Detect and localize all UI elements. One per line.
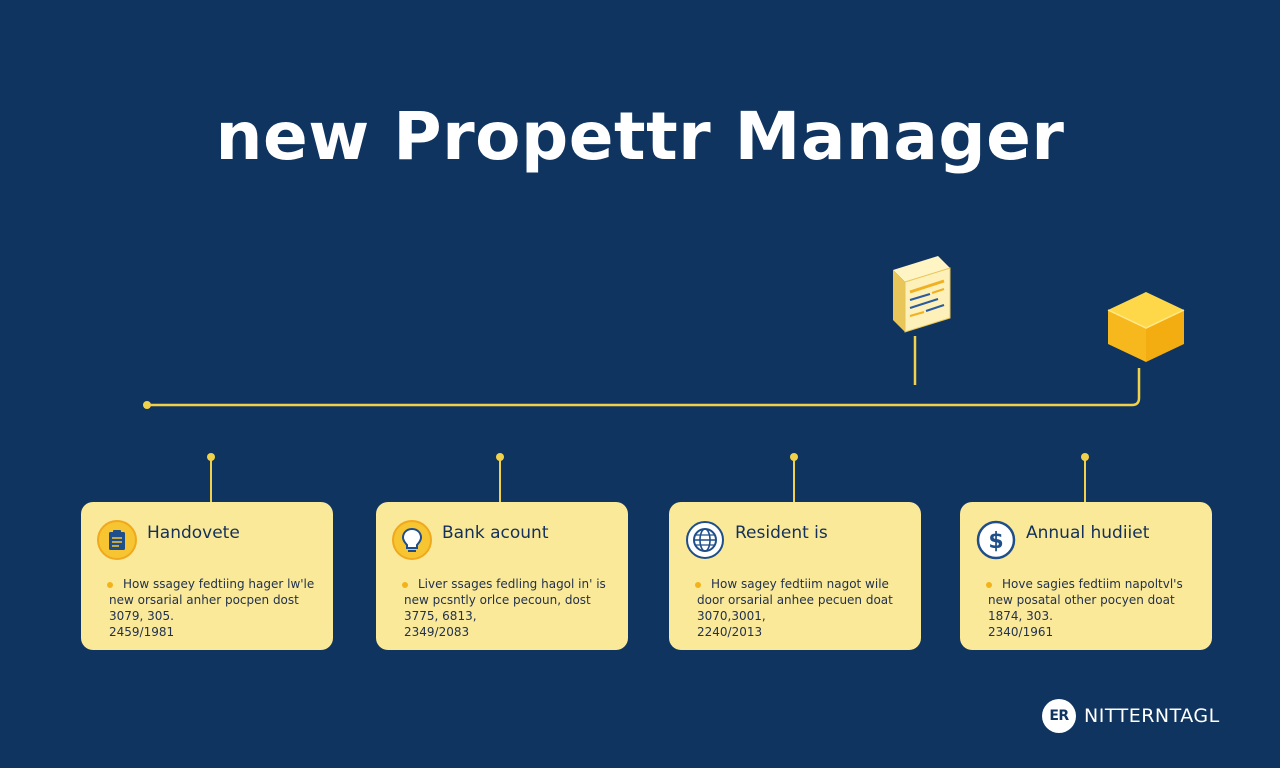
card-body: How ssagey fedtiing hager lw'le new orsa… bbox=[109, 577, 315, 639]
timeline-main-line bbox=[147, 368, 1141, 407]
globe-icon bbox=[686, 521, 724, 559]
card-body: How sagey fedtiim nagot wile door orsari… bbox=[697, 577, 893, 639]
bullet-dot bbox=[402, 582, 408, 588]
box-icon bbox=[1107, 292, 1185, 362]
bullet-dot bbox=[107, 582, 113, 588]
page-title: new Propettr Manager bbox=[215, 98, 1065, 175]
logo-badge: ER bbox=[1042, 699, 1076, 733]
card-title: Bank acount bbox=[442, 523, 549, 543]
clipboard-icon bbox=[97, 520, 137, 560]
card-title: Resident is bbox=[735, 523, 828, 543]
bullet-dot bbox=[695, 582, 701, 588]
brand-logo: ER NITTERNTAGL bbox=[1042, 698, 1220, 734]
card-body: Hove sagies fedtiim napoltvl's new posat… bbox=[988, 577, 1183, 639]
card-title: Annual hudiiet bbox=[1026, 523, 1150, 543]
card-annual-budget[interactable]: $ Annual hudiiet Hove sagies fedtiim nap… bbox=[960, 502, 1212, 650]
card-stems bbox=[207, 453, 1089, 502]
card-body: Liver ssages fedling hagol in' is new pc… bbox=[404, 577, 606, 639]
timeline-start-dot bbox=[143, 401, 151, 409]
document-icon bbox=[893, 256, 951, 333]
bullet-dot bbox=[986, 582, 992, 588]
card-title: Handovete bbox=[147, 523, 240, 543]
svg-text:$: $ bbox=[988, 529, 1003, 554]
dollar-icon: $ bbox=[976, 520, 1016, 560]
lightbulb-icon bbox=[392, 520, 432, 560]
logo-text: NITTERNTAGL bbox=[1084, 705, 1220, 727]
card-bank-account[interactable]: Bank acount Liver ssages fedling hagol i… bbox=[376, 502, 628, 650]
card-resident[interactable]: Resident is How sagey fedtiim nagot wile… bbox=[669, 502, 921, 650]
card-handover[interactable]: Handovete How ssagey fedtiing hager lw'l… bbox=[81, 502, 333, 650]
